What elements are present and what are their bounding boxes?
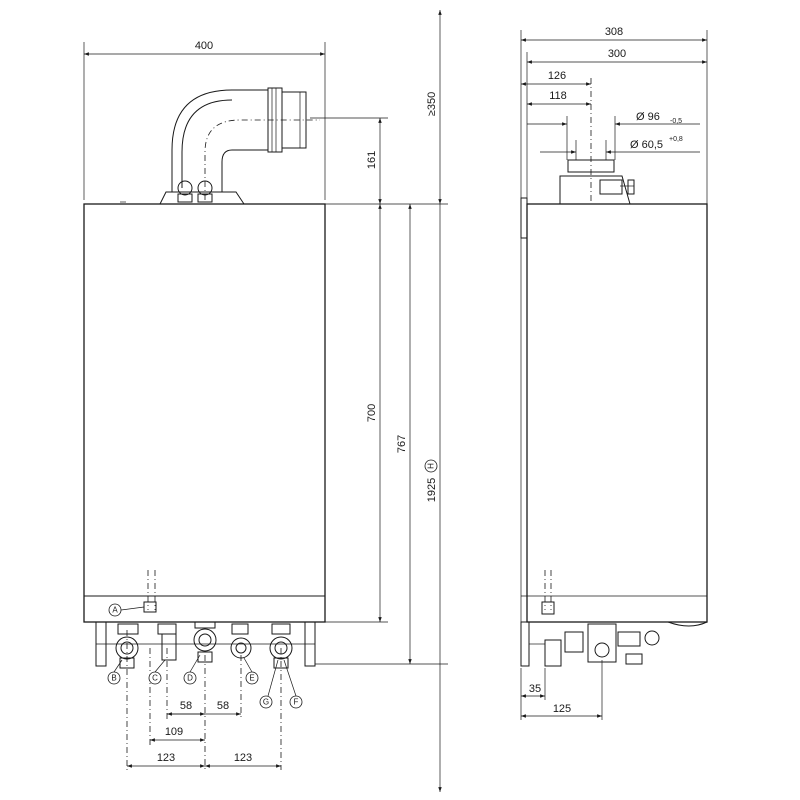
connection-label-f: F xyxy=(294,698,299,707)
dimension-35-label: 35 xyxy=(529,683,541,695)
boiler-casing-front xyxy=(83,203,326,623)
dimension-58-right-label: 58 xyxy=(217,700,229,712)
dimension-flue-height-label: 161 xyxy=(366,151,378,169)
flue-elbow xyxy=(171,87,320,200)
connection-label-d: D xyxy=(187,674,193,683)
dimension-mount-height-label: 1925 xyxy=(426,478,438,502)
dimension-123-right-label: 123 xyxy=(234,752,252,764)
outer-diameter-label: Ø 96 xyxy=(636,111,660,123)
flue-side xyxy=(559,78,635,205)
boiler-casing-side xyxy=(526,203,708,623)
dimension-126-label: 126 xyxy=(548,70,566,82)
front-view: A B C D E F G 400 161 700 xyxy=(83,10,448,792)
outer-diameter-tolerance: -0,5 xyxy=(670,118,682,125)
dimension-heights: 700 767 ≥350 1925 H xyxy=(315,10,448,792)
inner-diameter-label: Ø 60,5 xyxy=(630,139,663,151)
connection-label-c: C xyxy=(152,674,158,683)
dimension-flue-height: 161 xyxy=(310,117,388,204)
dimension-width: 400 xyxy=(83,40,326,200)
dimension-clearance-label: ≥350 xyxy=(426,92,438,116)
dimension-depth: 308 300 xyxy=(520,26,708,204)
fittings-side xyxy=(520,570,660,667)
inner-diameter-tolerance: +0,8 xyxy=(669,136,683,143)
connection-label-leaders xyxy=(113,606,297,697)
dimension-bottom-side: 35 125 xyxy=(520,660,603,720)
dimension-123-left-label: 123 xyxy=(157,752,175,764)
flue-base xyxy=(120,180,245,205)
connection-labels: A B C D E F G xyxy=(107,603,303,709)
dimension-bottom-front: 58 58 109 123 123 xyxy=(127,700,281,768)
side-view: 308 300 126 118 Ø 96 -0,5 Ø 60,5 +0,8 xyxy=(520,26,708,720)
connection-label-a: A xyxy=(112,606,118,615)
dimension-diameters: Ø 96 -0,5 Ø 60,5 +0,8 xyxy=(527,111,700,160)
dimension-125-label: 125 xyxy=(553,703,571,715)
dimension-109-label: 109 xyxy=(165,726,183,738)
dimension-depth-total-label: 308 xyxy=(605,26,623,38)
dimension-118-label: 118 xyxy=(549,90,567,102)
connection-label-e: E xyxy=(249,674,254,683)
mount-height-marker: H xyxy=(427,463,436,469)
dimension-flue-offset: 126 118 xyxy=(521,70,591,106)
connection-label-b: B xyxy=(111,674,116,683)
dimension-width-label: 400 xyxy=(195,40,213,52)
dimension-casing-height-label: 700 xyxy=(366,404,378,422)
dimension-total-height-label: 767 xyxy=(396,435,408,453)
connection-fittings xyxy=(95,570,316,770)
dimension-depth-casing-label: 300 xyxy=(608,48,626,60)
dimension-58-left-label: 58 xyxy=(180,700,192,712)
connection-label-g: G xyxy=(263,698,269,707)
